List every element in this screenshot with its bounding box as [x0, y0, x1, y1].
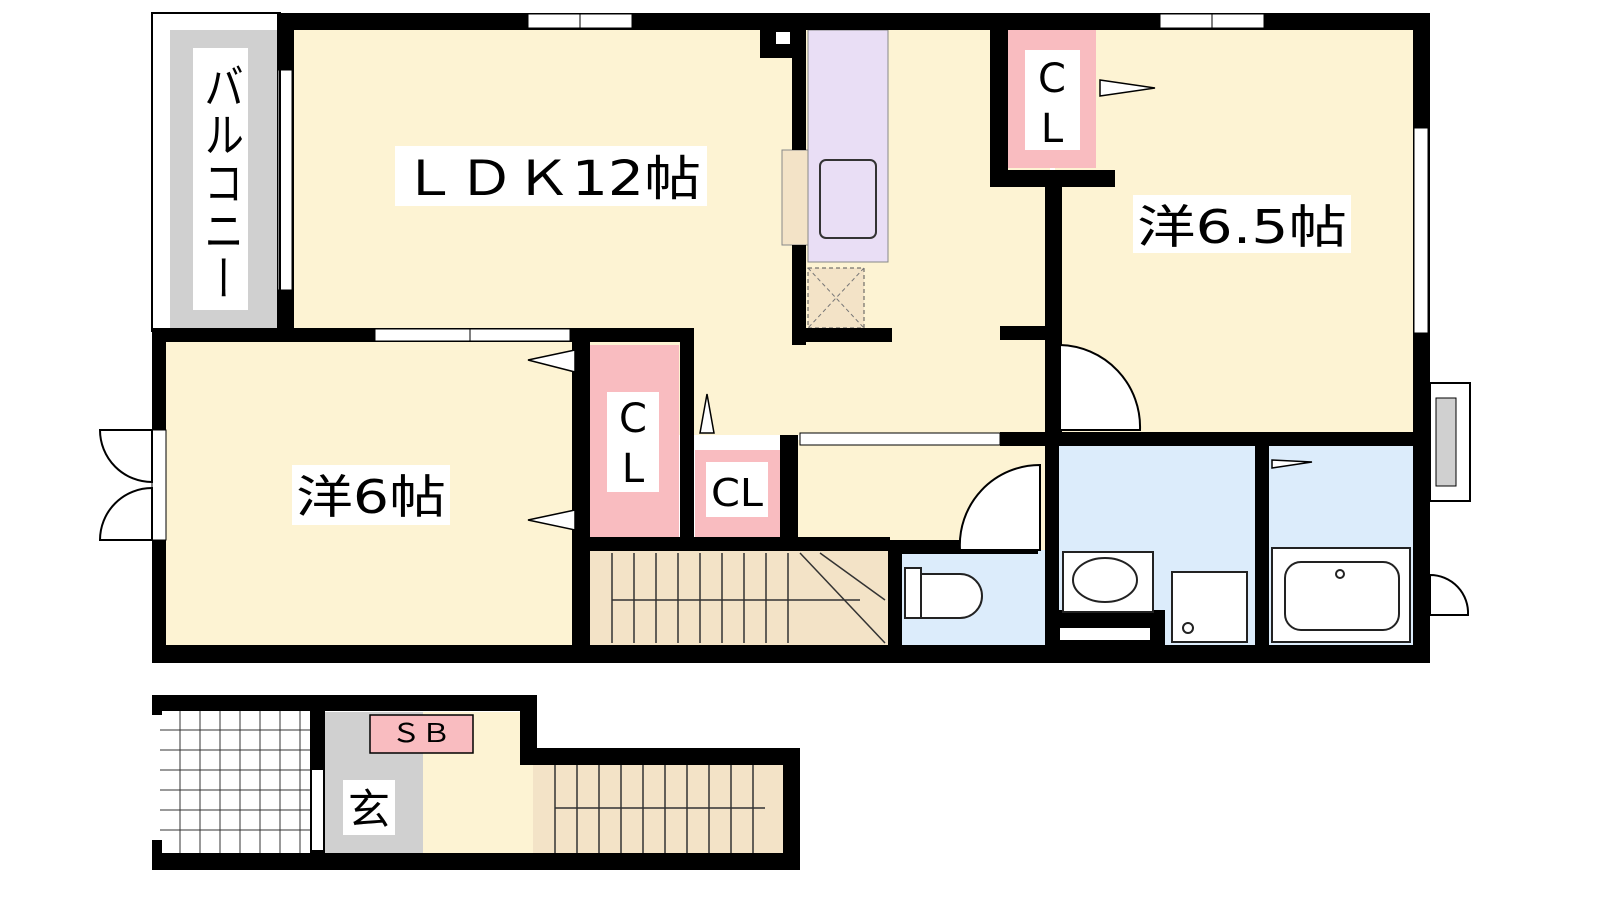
kitchen-counter: [807, 29, 889, 263]
toilet-icon: [904, 567, 983, 619]
lower-stairs: [533, 765, 783, 855]
closet-c-label: CL: [711, 471, 763, 515]
western-65-label: 洋6.5帖: [1137, 200, 1347, 254]
balcony-outline: [151, 12, 281, 332]
washbasin-icon: [1062, 551, 1248, 643]
closet-b-label-c: C: [619, 396, 647, 442]
refrigerator-space: [807, 267, 865, 329]
closet-a-label-c: C: [1038, 56, 1066, 102]
closet-b-label-l: L: [622, 446, 645, 492]
balcony-label: バルコニー: [197, 62, 243, 302]
entrance-tile: [160, 710, 310, 853]
tile-grid: [160, 710, 310, 853]
shoe-box-label: ＳＢ: [391, 719, 451, 749]
closet-door-marks: [527, 79, 1313, 531]
stair-treads: [611, 552, 886, 644]
ldk-label: ＬＤＫ12帖: [401, 151, 701, 207]
western-6-label: 洋6帖: [296, 470, 446, 524]
windows: [151, 13, 1429, 541]
staircase: [590, 550, 890, 645]
shoe-box: [369, 714, 474, 754]
lower-stair-treads: [554, 765, 765, 853]
entrance-label: 玄: [348, 785, 390, 834]
closet-a-label-l: L: [1041, 106, 1064, 152]
kitchen-side-counter: [781, 149, 809, 246]
sink-icon: [819, 159, 877, 239]
bathtub-icon: [1271, 547, 1411, 643]
